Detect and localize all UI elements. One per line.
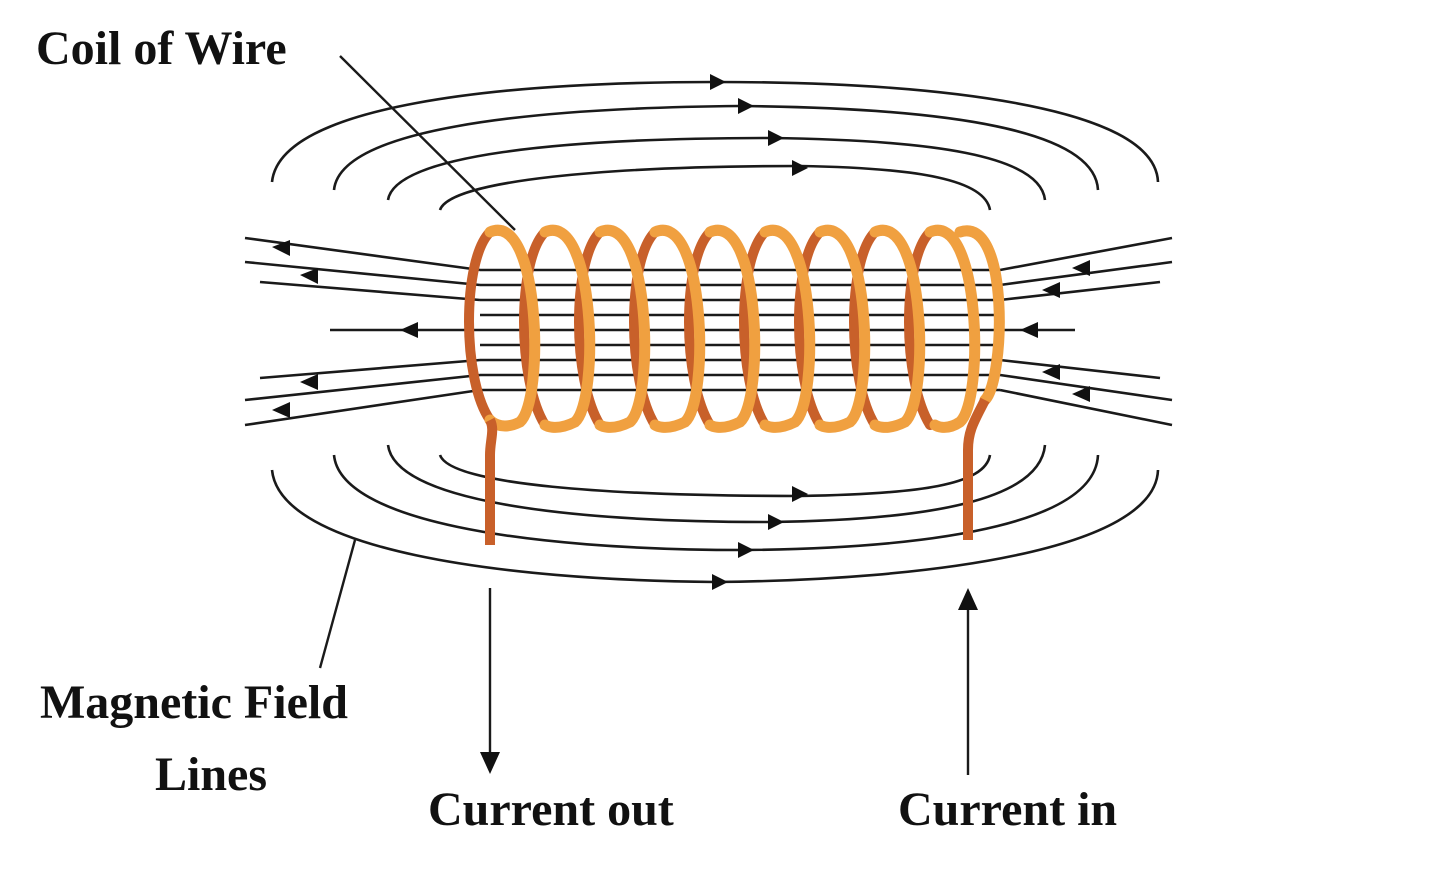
arrowhead-left (1072, 260, 1090, 276)
field-loop-top-3 (386, 136, 1047, 201)
arrowhead-left (300, 268, 318, 284)
arrowhead-left (272, 240, 290, 256)
up-arrow-icon (958, 588, 978, 610)
arrowhead-right (712, 574, 728, 590)
down-arrow-icon (480, 752, 500, 774)
field-leader-line (318, 539, 357, 669)
magnetic-field-callout: Magnetic Field Lines (40, 539, 357, 801)
coil-back-strands (464, 227, 935, 430)
arrowhead-right (738, 98, 754, 114)
arrowhead-left (1042, 282, 1060, 298)
current-out-label: Current out (428, 783, 674, 836)
arrowhead-right (710, 74, 726, 90)
arrowhead-right (792, 160, 808, 176)
current-out-indicator: Current out (428, 588, 674, 836)
current-in-label: Current in (898, 783, 1117, 836)
coil-leader-line (339, 55, 516, 231)
field-loop-top-4 (438, 164, 992, 211)
field-arrowheads (272, 74, 1090, 590)
coil-of-wire-label: Coil of Wire (36, 22, 287, 75)
magnetic-field-label-line2: Lines (155, 748, 267, 801)
arrowhead-left (400, 322, 418, 338)
field-loop-top-2 (332, 104, 1100, 191)
magnetic-field-label-line1: Magnetic Field (40, 676, 348, 729)
field-loop-bottom-1 (270, 469, 1160, 584)
arrowhead-left (272, 402, 290, 418)
field-loop-bottom-4 (438, 454, 992, 498)
current-in-indicator: Current in (898, 588, 1117, 836)
arrowhead-left (1072, 386, 1090, 402)
coil-front-strands (484, 224, 1005, 433)
coil-lead-wires (485, 397, 990, 545)
coil-of-wire-callout: Coil of Wire (36, 22, 516, 231)
field-loops-top (270, 80, 1160, 211)
arrowhead-right (738, 542, 754, 558)
coil-of-wire (464, 224, 1005, 545)
field-loop-bottom-2 (332, 454, 1100, 552)
arrowhead-left (300, 374, 318, 390)
arrowhead-right (768, 514, 784, 530)
arrowhead-right (768, 130, 784, 146)
arrowhead-left (1020, 322, 1038, 338)
arrowhead-right (792, 486, 808, 502)
arrowhead-left (1042, 364, 1060, 380)
field-loops-bottom (270, 444, 1160, 584)
